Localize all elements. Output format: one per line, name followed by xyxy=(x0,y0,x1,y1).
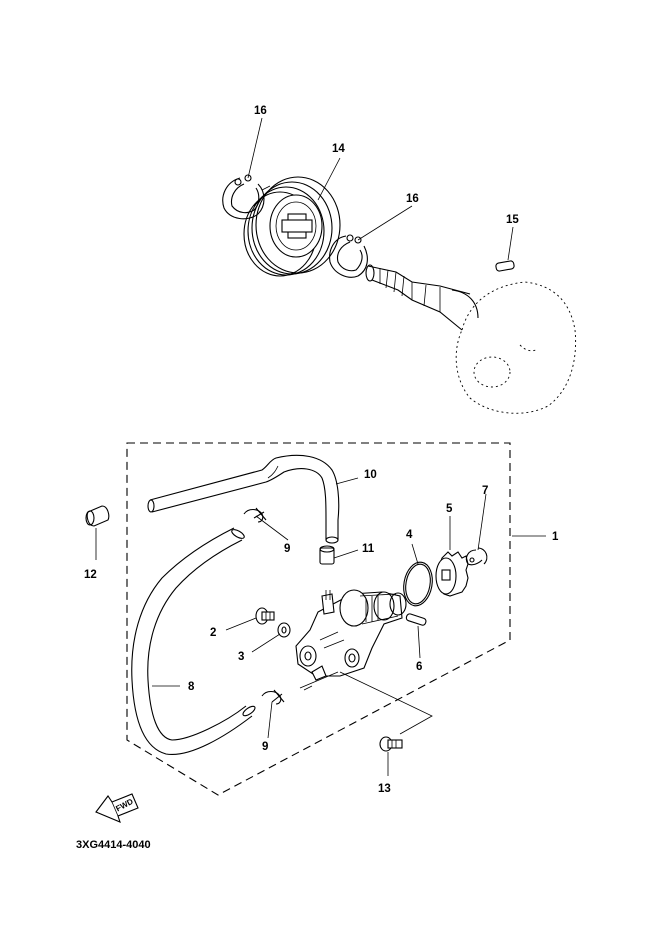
callout-2: 2 xyxy=(210,627,216,639)
callout-3: 3 xyxy=(238,651,244,663)
callout-14: 14 xyxy=(332,143,345,155)
callout-1: 1 xyxy=(552,531,559,543)
pump-pin xyxy=(405,613,427,626)
callout-7: 7 xyxy=(482,485,488,497)
fwd-arrow-icon: FWD xyxy=(95,793,139,823)
callout-15: 15 xyxy=(506,214,519,226)
hose-clip-upper xyxy=(243,507,267,523)
pulley xyxy=(243,176,341,277)
hose-collar xyxy=(319,545,335,565)
callout-9-lower: 9 xyxy=(262,741,268,753)
callout-16-right: 16 xyxy=(406,193,419,205)
callout-5: 5 xyxy=(446,503,453,515)
washer-3 xyxy=(277,622,291,638)
diagram-code: 3XG4414-4040 xyxy=(76,839,151,851)
callout-13: 13 xyxy=(378,783,391,795)
screw-2 xyxy=(255,607,275,625)
hose-long xyxy=(131,527,256,755)
callout-16-left: 16 xyxy=(254,105,267,117)
crankcase-cover xyxy=(455,281,577,414)
oil-pump xyxy=(295,589,407,681)
o-ring xyxy=(403,561,433,607)
callout-11: 11 xyxy=(362,543,375,555)
callout-10: 10 xyxy=(364,469,377,481)
circlip-left xyxy=(222,174,265,220)
callout-12: 12 xyxy=(84,569,97,581)
leader-lines xyxy=(95,117,546,776)
callout-4: 4 xyxy=(406,529,413,541)
callout-labels: 1 2 3 4 5 6 7 8 9 9 10 11 12 13 14 15 16… xyxy=(84,105,559,795)
drive-gear xyxy=(435,551,469,597)
bolt-alignment-lines xyxy=(299,671,433,735)
callout-6: 6 xyxy=(416,661,422,673)
mounting-bolt xyxy=(379,736,403,752)
hose-cap xyxy=(85,505,110,527)
hose-clip-lower xyxy=(261,689,285,705)
callout-9-upper: 9 xyxy=(284,543,290,555)
gear-circlip xyxy=(465,547,488,566)
drive-shaft xyxy=(365,264,479,331)
callout-8: 8 xyxy=(188,681,195,693)
assembly-boundary xyxy=(126,442,511,796)
hose-top xyxy=(147,454,340,544)
dowel-pin xyxy=(495,260,515,272)
circlip-right xyxy=(329,234,368,278)
